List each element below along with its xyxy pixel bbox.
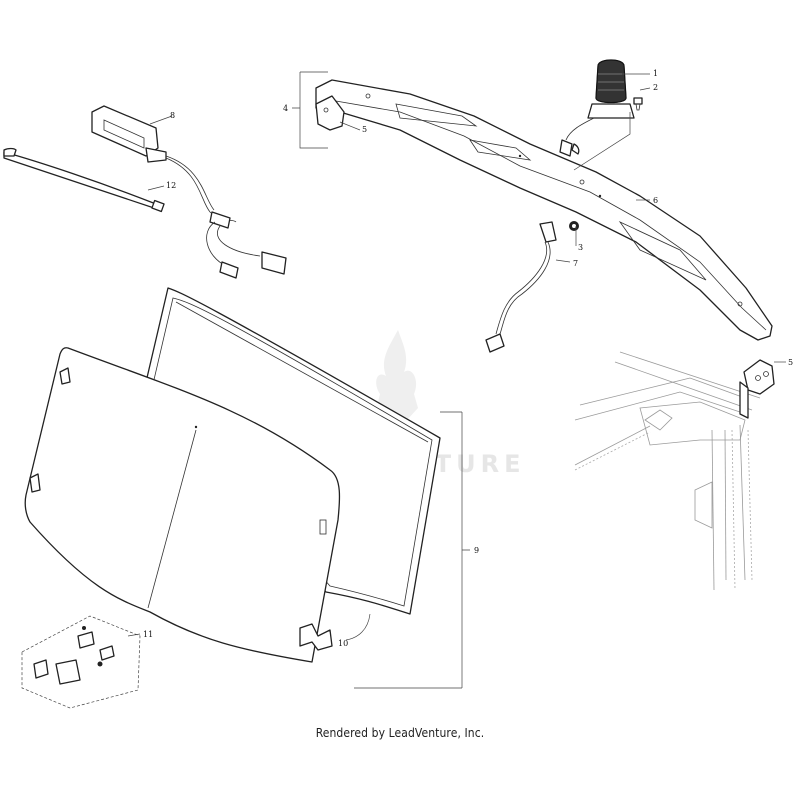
part-strap	[3, 147, 165, 213]
callout-12: 12	[166, 181, 176, 190]
part-nut	[569, 221, 579, 231]
vehicle-frame	[574, 351, 761, 591]
callout-11: 11	[143, 630, 153, 639]
callout-2: 2	[653, 83, 658, 92]
part-screw	[633, 97, 643, 111]
render-credit: Rendered by LeadVenture, Inc.	[315, 726, 485, 740]
part-wire-harness	[485, 221, 557, 353]
callouts: 1 2 3 4 5 5 6 7 8 9 10 11 12	[143, 69, 793, 648]
part-control-module	[91, 105, 287, 279]
part-light-bar	[315, 79, 773, 341]
callout-4: 4	[283, 104, 288, 113]
callout-8: 8	[170, 111, 175, 120]
callout-5-right: 5	[788, 358, 793, 367]
leader-lines	[127, 71, 786, 689]
callout-5-upper: 5	[362, 125, 367, 134]
callout-6: 6	[653, 196, 658, 205]
callout-3: 3	[578, 243, 583, 252]
part-windshield-glass	[24, 347, 341, 663]
part-beacon-light	[559, 59, 635, 157]
callout-9: 9	[474, 546, 479, 555]
callout-7: 7	[573, 259, 578, 268]
part-bracket-right	[739, 359, 775, 419]
part-clip-kit	[21, 615, 141, 709]
callout-10: 10	[338, 639, 348, 648]
flame-logo-icon	[376, 330, 418, 432]
callout-1: 1	[653, 69, 658, 78]
